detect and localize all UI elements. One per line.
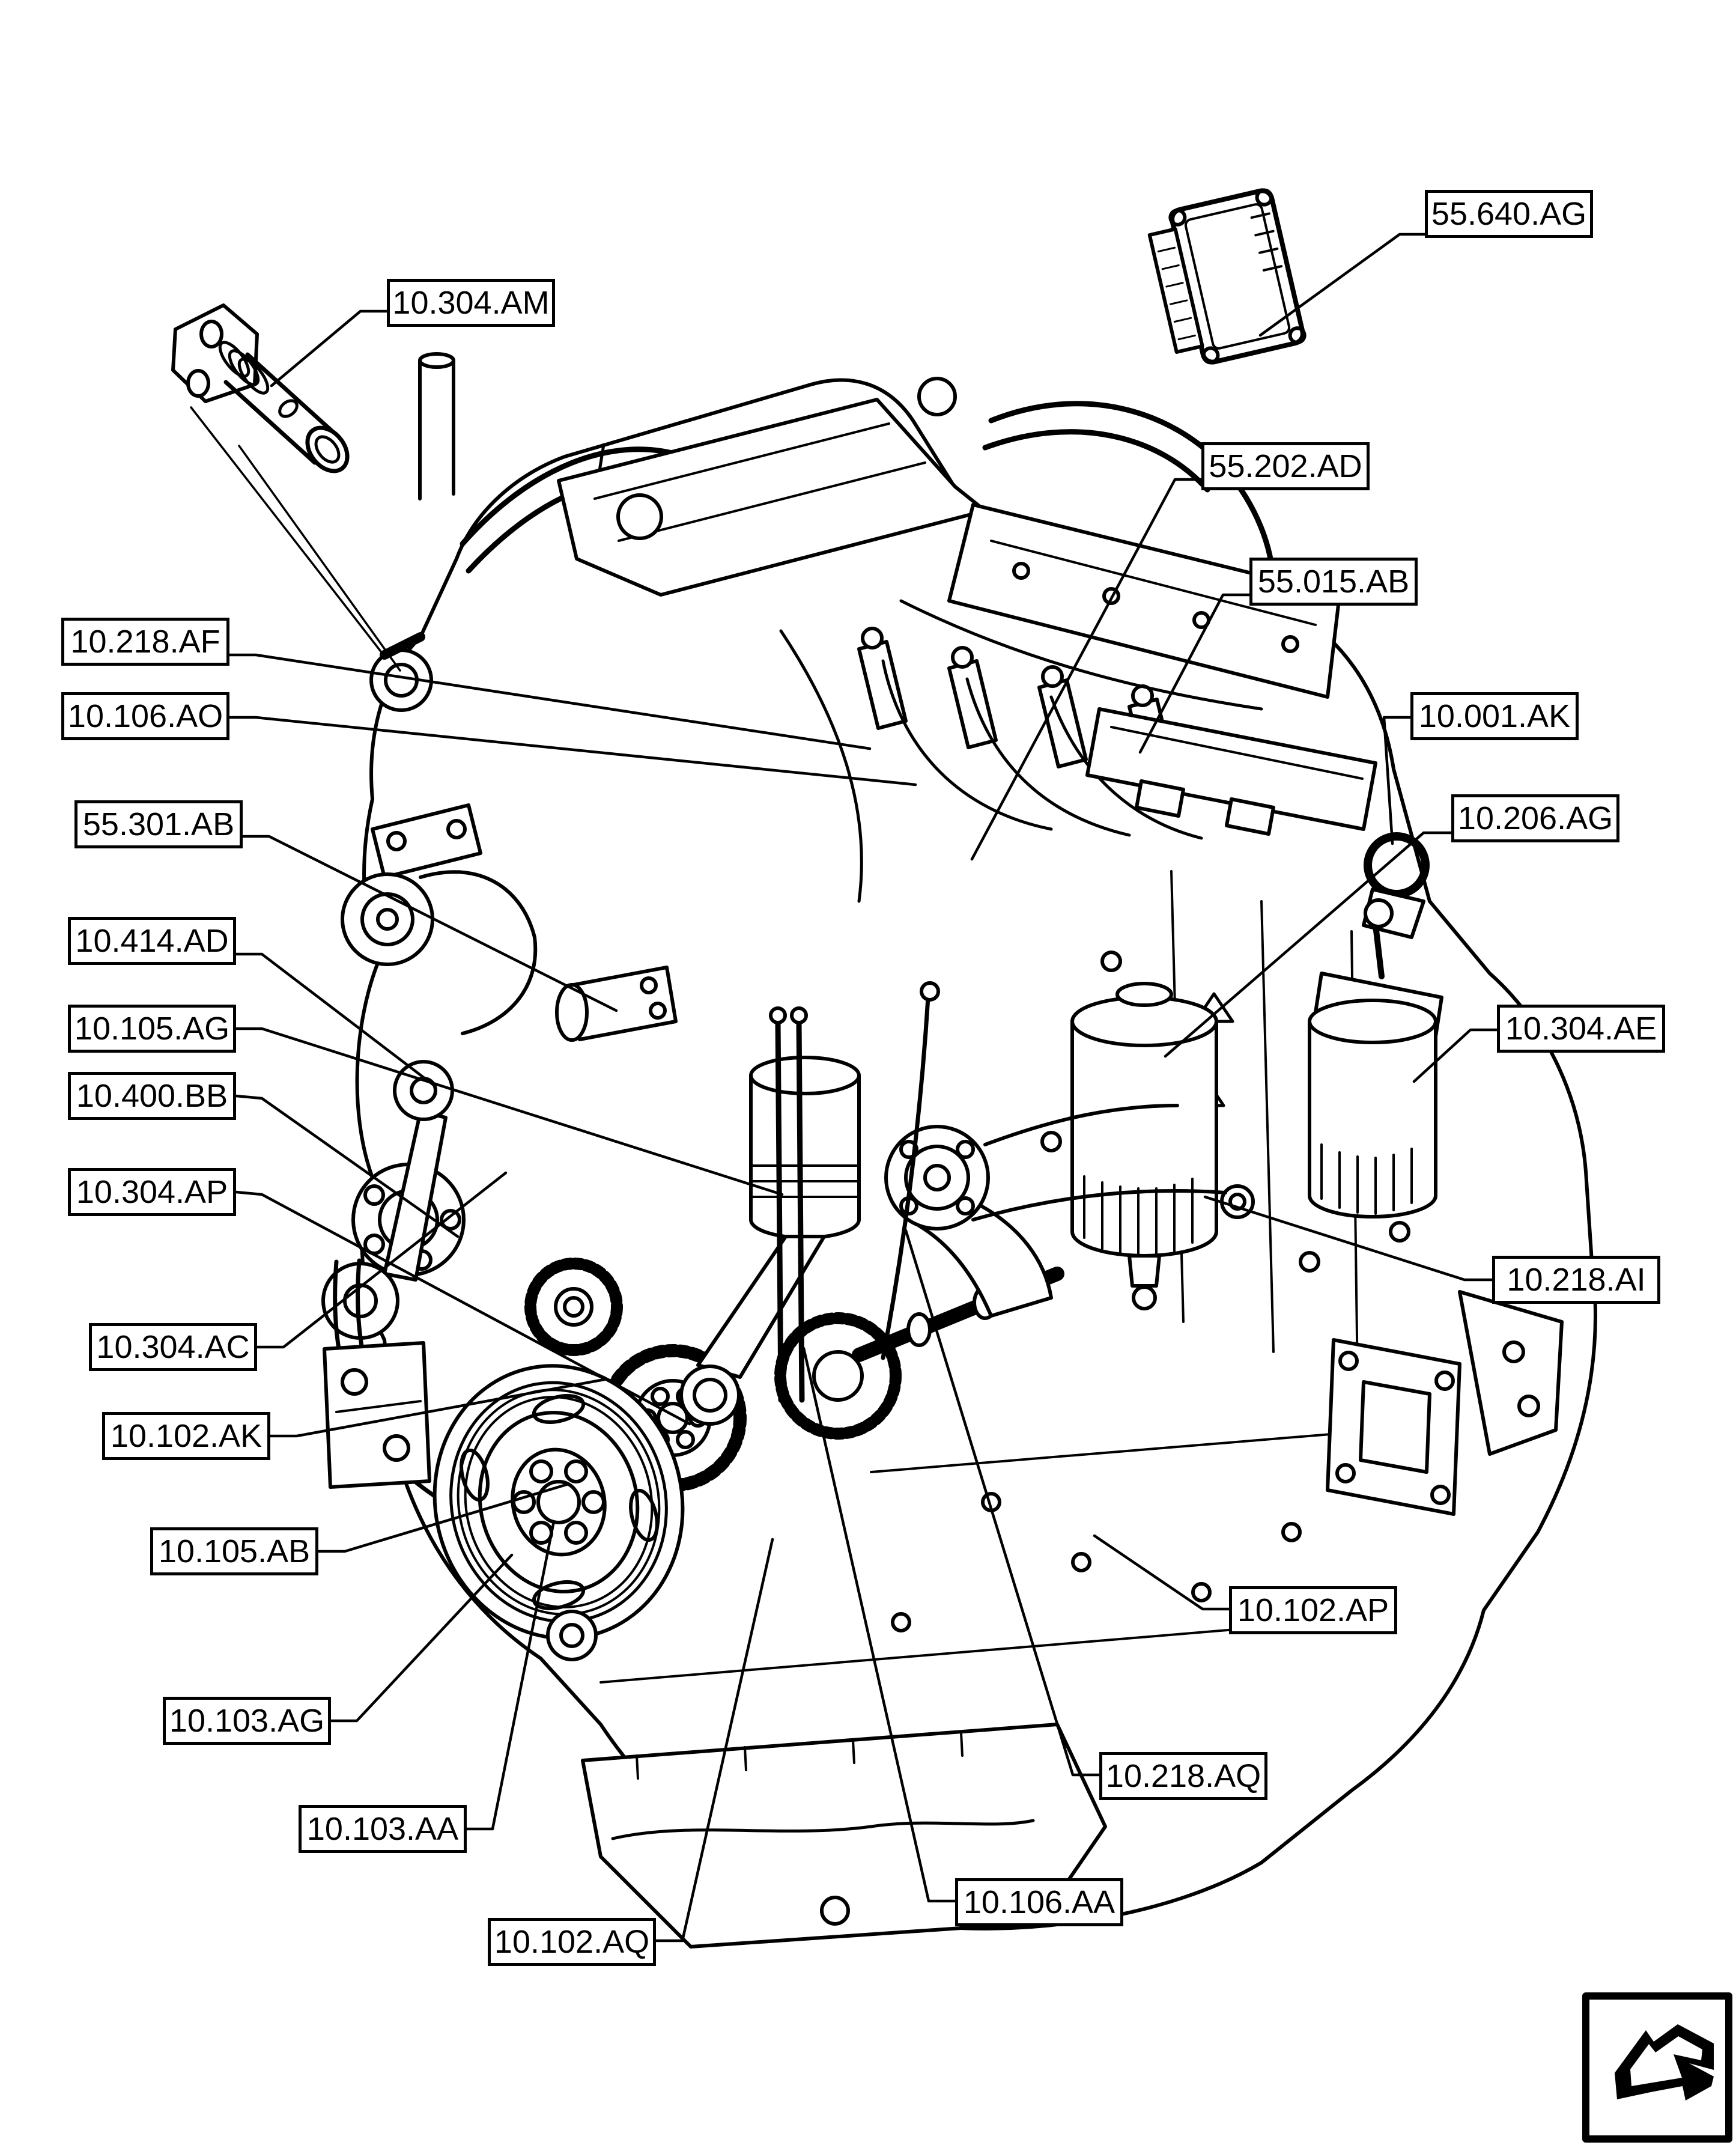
leader-line-10.102.AQ	[654, 1538, 774, 1943]
callout-10.001.AK[interactable]: 10.001.AK	[1410, 692, 1579, 740]
callout-10.102.AK[interactable]: 10.102.AK	[102, 1412, 270, 1460]
ecu-module-drawing	[1147, 188, 1307, 365]
callout-10.102.AP[interactable]: 10.102.AP	[1229, 1586, 1397, 1634]
leader-line-10.106.AO	[228, 716, 917, 786]
leader-line-55.301.AB	[241, 835, 618, 1012]
leader-line-10.304.AP	[234, 1190, 691, 1426]
leader-line-10.304.AE	[1412, 1028, 1499, 1083]
leader-line-10.414.AD	[234, 952, 436, 1087]
callout-10.304.AM[interactable]: 10.304.AM	[387, 279, 555, 327]
callout-10.105.AG[interactable]: 10.105.AG	[68, 1005, 236, 1053]
leader-line-55.015.AB	[1138, 593, 1251, 754]
leader-line-55.202.AD	[970, 478, 1203, 861]
leader-line-10.218.AQ	[904, 1229, 1101, 1777]
injection-pump	[884, 1104, 1227, 1318]
callout-10.400.BB[interactable]: 10.400.BB	[68, 1072, 236, 1120]
leader-line-10.218.AI	[1203, 1195, 1494, 1282]
leader-line-10.103.AA	[465, 1520, 556, 1831]
callout-10.206.AG[interactable]: 10.206.AG	[1451, 794, 1619, 842]
fuel-filter	[1070, 982, 1255, 1310]
callout-10.105.AB[interactable]: 10.105.AB	[150, 1527, 318, 1575]
callout-10.304.AE[interactable]: 10.304.AE	[1497, 1005, 1665, 1053]
harness-module	[1085, 707, 1377, 836]
water-outlet-pipe-drawing	[171, 303, 401, 672]
leader-line-10.102.AK	[269, 1378, 606, 1438]
leader-line-10.103.AG	[329, 1553, 514, 1723]
callout-10.304.AC[interactable]: 10.304.AC	[89, 1323, 257, 1371]
callout-10.106.AA[interactable]: 10.106.AA	[955, 1878, 1123, 1926]
leader-line-10.102.AP	[1093, 1534, 1231, 1611]
callout-10.414.AD[interactable]: 10.414.AD	[68, 917, 236, 965]
leader-line-10.001.AK	[1382, 716, 1412, 845]
callout-55.202.AD[interactable]: 55.202.AD	[1201, 442, 1370, 490]
leader-line-10.206.AG	[1164, 831, 1453, 1058]
callout-55.015.AB[interactable]: 55.015.AB	[1249, 558, 1418, 606]
leader-line-10.400.BB	[234, 1094, 460, 1238]
callout-10.304.AP[interactable]: 10.304.AP	[68, 1168, 236, 1216]
leader-line-10.218.AF	[228, 653, 872, 750]
leader-line-10.304.AM	[270, 309, 389, 388]
callout-10.218.AF[interactable]: 10.218.AF	[61, 618, 229, 666]
callout-10.218.AI[interactable]: 10.218.AI	[1492, 1256, 1660, 1304]
callout-10.103.AA[interactable]: 10.103.AA	[299, 1805, 467, 1853]
folded-arrow-logo-icon	[1582, 1992, 1732, 2143]
leader-line-10.105.AB	[317, 1482, 570, 1553]
callout-55.301.AB[interactable]: 55.301.AB	[74, 800, 243, 848]
callout-10.218.AQ[interactable]: 10.218.AQ	[1099, 1752, 1267, 1800]
oil-filter	[1308, 898, 1443, 1219]
callout-10.106.AO[interactable]: 10.106.AO	[61, 692, 229, 740]
callout-10.103.AG[interactable]: 10.103.AG	[163, 1697, 331, 1745]
engine-body	[321, 352, 1597, 1949]
leader-line-10.105.AG	[234, 1027, 784, 1196]
leader-line-55.640.AG	[1258, 233, 1427, 337]
callout-10.102.AQ[interactable]: 10.102.AQ	[488, 1918, 656, 1966]
leader-line-10.106.AA	[802, 1346, 957, 1903]
callout-55.640.AG[interactable]: 55.640.AG	[1425, 190, 1593, 238]
leader-line-10.304.AC	[255, 1171, 508, 1349]
alternator	[341, 803, 538, 1035]
starter-motor	[555, 966, 678, 1042]
